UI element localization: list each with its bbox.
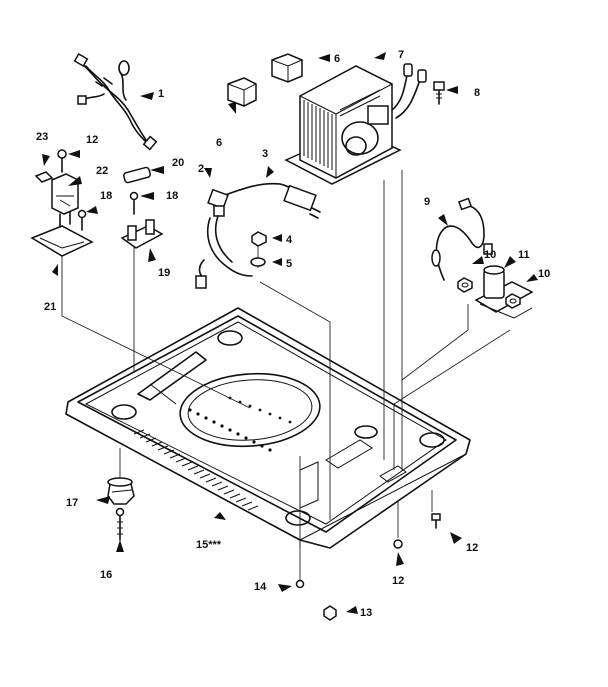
- cord-set-2-3: [195, 182, 321, 289]
- screw-16: [115, 507, 125, 541]
- screw-13: [323, 605, 337, 621]
- base-plate: [65, 307, 471, 549]
- wire-harness-1: [73, 53, 158, 151]
- transformer-7: [284, 63, 427, 185]
- callout-12-left: 12: [86, 134, 98, 146]
- callout-18-left: 18: [100, 190, 112, 202]
- callout-17: 17: [66, 497, 78, 509]
- callout-16: 16: [100, 569, 112, 581]
- switch-bracket-21: [30, 225, 94, 257]
- fuse-holder-19: [120, 219, 164, 249]
- screw-8: [433, 81, 445, 105]
- callout-13: 13: [360, 607, 372, 619]
- screw-18-mid: [129, 191, 139, 215]
- screw-12-left: [57, 149, 67, 173]
- callout-3: 3: [262, 148, 268, 160]
- callout-10-left: 10: [484, 249, 496, 261]
- foot-17: [107, 477, 135, 505]
- callout-10-right: 10: [538, 268, 550, 280]
- washer-5: [250, 257, 266, 267]
- capacitor-11: [474, 265, 534, 319]
- screw-18-left: [77, 209, 87, 231]
- callout-2: 2: [198, 163, 204, 175]
- callout-23: 23: [36, 131, 48, 143]
- callout-4: 4: [286, 234, 293, 246]
- fuse-20: [123, 166, 151, 184]
- callout-6-top: 6: [334, 53, 340, 65]
- nut-10-left: [457, 277, 473, 293]
- callout-22: 22: [96, 165, 108, 177]
- callout-15: 15***: [196, 539, 222, 551]
- callout-12-bottom: 12: [392, 575, 404, 587]
- callout-12-right: 12: [466, 542, 478, 554]
- callout-7: 7: [398, 49, 404, 61]
- cube-part-6-left: [227, 77, 257, 107]
- callout-19: 19: [158, 267, 170, 279]
- screw-12-bottom: [393, 539, 403, 549]
- callout-20: 20: [172, 157, 184, 169]
- nut-4: [251, 231, 267, 247]
- nut-10-right: [505, 293, 521, 309]
- washer-14: [295, 579, 305, 589]
- assembly-lines: [61, 170, 511, 580]
- cube-part-6-top: [271, 53, 303, 83]
- callout-arrows: [42, 52, 538, 614]
- screw-12-right: [431, 513, 441, 529]
- callout-9: 9: [424, 196, 430, 208]
- callout-5: 5: [286, 258, 292, 270]
- callout-18-mid: 18: [166, 190, 178, 202]
- clip-23: [34, 171, 54, 183]
- callout-1: 1: [158, 88, 164, 100]
- callout-14: 14: [254, 581, 267, 593]
- callout-8: 8: [474, 87, 480, 99]
- callout-11: 11: [518, 249, 530, 261]
- callout-21: 21: [44, 301, 56, 313]
- thermal-cord-9: [431, 197, 493, 281]
- callout-6-left: 6: [216, 137, 222, 149]
- callout-labels: 1 2 3 4 5 6 6 7 8 9 10 10 11 12 12 12 13…: [36, 49, 550, 619]
